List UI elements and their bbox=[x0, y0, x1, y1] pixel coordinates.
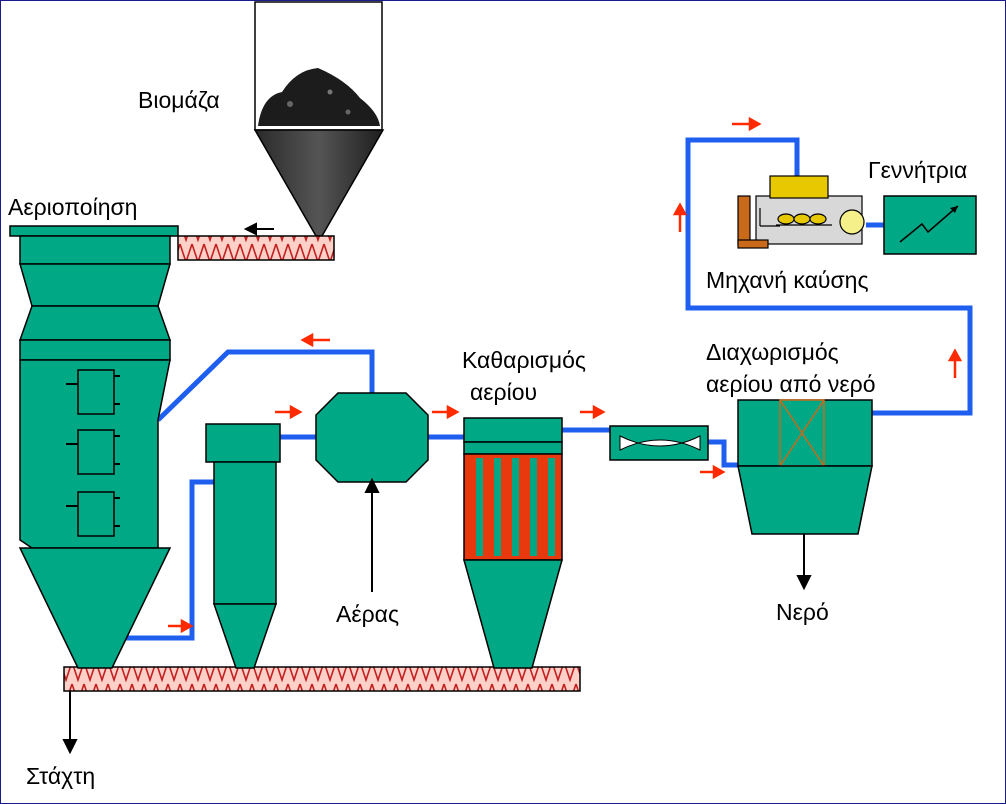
labels: Βιομάζα Αεριοποίηση Καθαρισμός αερίου Δι… bbox=[8, 87, 967, 789]
gas-water-separator bbox=[737, 399, 873, 535]
pipes bbox=[107, 137, 973, 641]
biomass-label: Βιομάζα bbox=[138, 87, 220, 113]
biomass-hopper bbox=[253, 1, 385, 237]
gasifier bbox=[9, 225, 179, 669]
separation-label-line1: Διαχωρισμός bbox=[706, 339, 839, 365]
gas-cooler bbox=[315, 392, 429, 483]
feed-conveyor bbox=[177, 235, 335, 261]
pipe-separator-to-engine bbox=[685, 137, 973, 416]
gas-filter bbox=[463, 417, 563, 669]
ash-conveyor bbox=[63, 666, 581, 692]
pipe-gasifier-to-cyclone bbox=[156, 349, 375, 422]
gas-cleaning-label-line2: αερίου bbox=[470, 379, 537, 405]
gas-cleaning-label-line1: Καθαρισμός bbox=[462, 347, 586, 373]
generator bbox=[883, 195, 977, 255]
water-label: Νερό bbox=[776, 599, 829, 625]
pipe-exchanger-to-separator bbox=[708, 439, 738, 468]
outflow-arrows bbox=[62, 222, 812, 755]
gasification-label: Αεριοποίηση bbox=[8, 194, 137, 220]
pipe-bottom-to-cyclone bbox=[107, 479, 230, 641]
flow-arrows bbox=[168, 116, 963, 634]
separation-label-line2: αερίου από νερό bbox=[706, 371, 875, 397]
generator-label: Γεννήτρια bbox=[868, 157, 967, 183]
ash-label: Στάχτη bbox=[26, 763, 95, 789]
cyclone bbox=[205, 423, 281, 669]
air-label: Αέρας bbox=[336, 601, 399, 627]
combustion-engine bbox=[737, 175, 865, 249]
engine-label: Μηχανή καύσης bbox=[706, 267, 869, 293]
heat-exchanger bbox=[609, 425, 709, 461]
